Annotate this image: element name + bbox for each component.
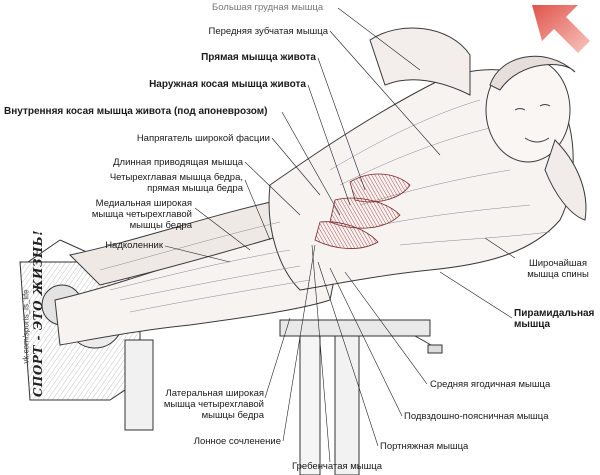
label-quadriceps-rectus: Четырехглавая мышца бедра, прямая мышца … — [109, 172, 243, 194]
label-patella: Надколенник — [105, 240, 163, 251]
label-vastus-lateralis: Латеральная широкая мышца четырехглавой … — [163, 388, 264, 421]
arrow-up-right-icon — [532, 5, 590, 53]
muscle-fibres — [99, 99, 551, 313]
label-pectoralis-major: Большая грудная мышца — [212, 2, 324, 13]
label-vastus-medialis: Медиальная широкая мышца четырехглавой м… — [91, 198, 192, 231]
label-gluteus-medius: Средняя ягодичная мышца — [430, 379, 551, 390]
watermark-text: СПОРТ - ЭТО ЖИЗНЬ! — [31, 230, 45, 397]
label-pectineus: Гребенчатая мышца — [292, 461, 382, 472]
leader-lines — [164, 7, 516, 463]
label-sartorius: Портняжная мышца — [380, 441, 469, 452]
label-piriformis: Пирамидальная мышца — [514, 308, 595, 330]
label-adductor-longus: Длинная приводящая мышца — [113, 157, 243, 168]
label-tensor-fasciae-latae: Напрягатель широкой фасции — [136, 133, 270, 144]
label-external-oblique: Наружная косая мышца живота — [149, 79, 306, 90]
label-pubic-symphysis: Лонное сочленение — [193, 436, 281, 447]
abdominal-highlight — [314, 173, 411, 249]
watermark-url: vk.com/sports_is_life — [21, 289, 31, 364]
label-latissimus-dorsi: Широчайшая мышца спины — [527, 258, 589, 280]
label-rectus-abdominis: Прямая мышца живота — [201, 52, 316, 63]
label-internal-oblique: Внутренняя косая мышца живота (под апоне… — [4, 106, 268, 117]
label-iliopsoas: Подвздошно-поясничная мышца — [404, 411, 549, 422]
label-serratus-anterior: Передняя зубчатая мышца — [208, 26, 328, 37]
human-figure — [54, 27, 587, 346]
